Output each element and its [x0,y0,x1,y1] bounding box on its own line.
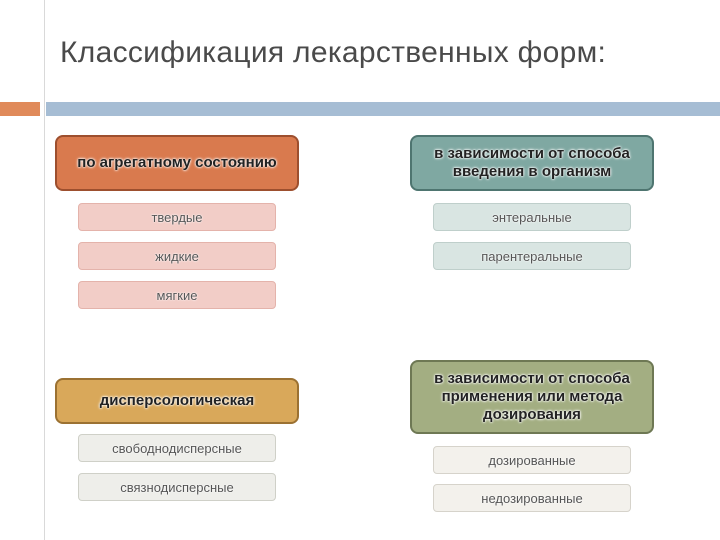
route-item-parenteral: парентеральные [433,242,631,270]
route-item-enteral: энтеральные [433,203,631,231]
dosing-item-dosed: дозированные [433,446,631,474]
dosing-header: в зависимости от способа применения или … [410,360,654,434]
dosing-item-undosed: недозированные [433,484,631,512]
disperse-item-bound: связнодисперсные [78,473,276,501]
aggregate-item-liquid: жидкие [78,242,276,270]
aggregate-item-solid: твердые [78,203,276,231]
aggregate-header: по агрегатному состоянию [55,135,299,191]
aggregate-item-soft: мягкие [78,281,276,309]
disperse-header: дисперсологическая [55,378,299,424]
title-accent-bar-orange [0,102,40,116]
route-header: в зависимости от способа введения в орга… [410,135,654,191]
page-title: Классификация лекарственных форм: [60,36,607,69]
slide-vertical-rule [44,0,45,540]
title-accent-bar-blue [46,102,720,116]
disperse-item-free: свободнодисперсные [78,434,276,462]
